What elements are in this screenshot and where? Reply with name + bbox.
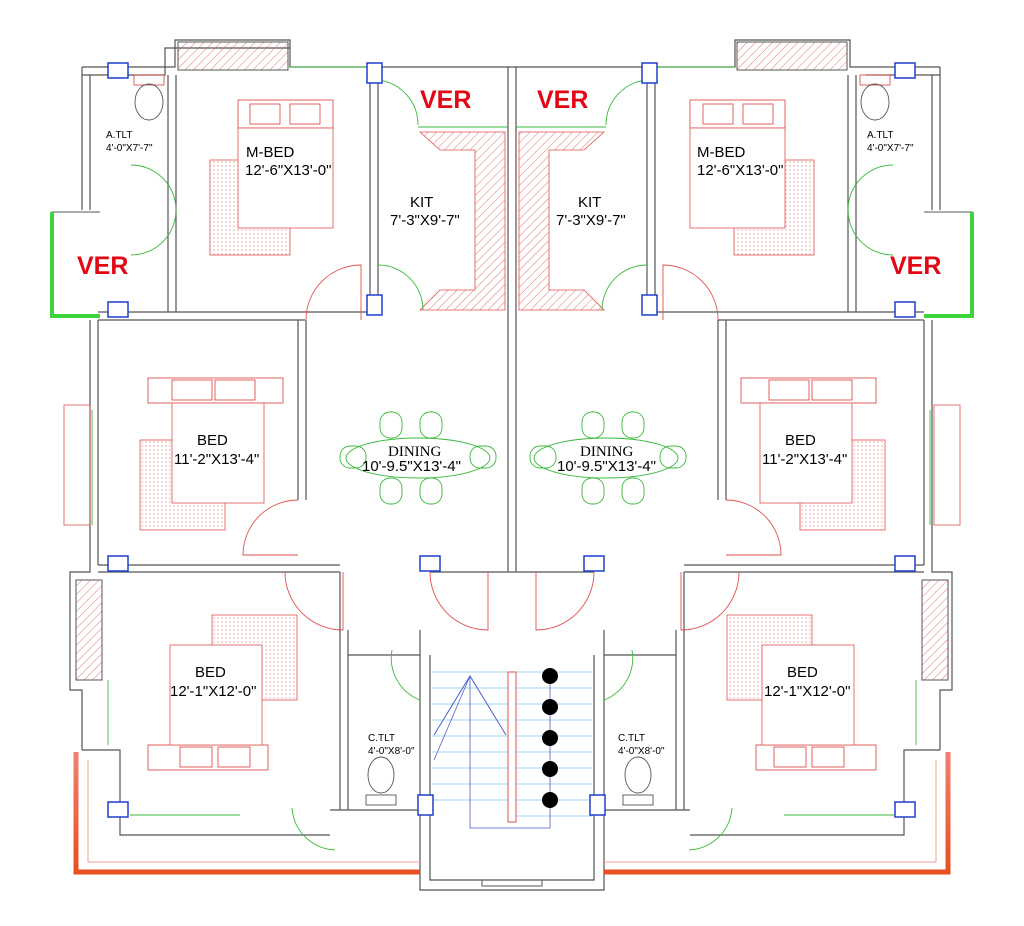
balcony-right — [924, 211, 974, 318]
toilet-ctlt-right — [622, 756, 654, 806]
room-dim-bed-low-right: 12'-1"X12'-0" — [764, 683, 850, 700]
room-dim-ctlt-left: 4'-0"X8'-0" — [368, 746, 415, 757]
room-name-ctlt-right: C.TLT — [618, 733, 645, 744]
room-name-bed-low-left: BED — [195, 664, 226, 681]
room-name-dining-left: DINING — [388, 444, 441, 460]
bed-master-left — [209, 99, 334, 256]
room-name-ctlt-left: C.TLT — [368, 733, 395, 744]
ver-label-kit-left: VER — [420, 86, 471, 114]
balcony-bottom-left — [73, 752, 420, 875]
room-name-kit-right: KIT — [578, 194, 601, 211]
room-dim-ctlt-right: 4'-0"X8'-0" — [618, 746, 665, 757]
balcony-left — [50, 211, 100, 318]
room-name-atlt-right: A.TLT — [867, 130, 893, 141]
toilet-atlt-left — [133, 74, 165, 121]
room-dim-mbed-right: 12'-6"X13'-0" — [697, 162, 783, 179]
bed-mid-left — [139, 377, 284, 531]
room-name-bed-mid-right: BED — [785, 432, 816, 449]
dining-table-right — [529, 411, 687, 505]
bed-mid-right — [740, 377, 886, 531]
toilet-ctlt-left — [365, 756, 397, 806]
room-dim-dining-left: 10'-9.5"X13'-4" — [362, 458, 461, 475]
room-dim-mbed-left: 12'-6"X13'-0" — [245, 162, 331, 179]
room-name-kit-left: KIT — [410, 194, 433, 211]
room-dim-atlt-left: 4'-0"X7'-7" — [106, 143, 153, 154]
room-dim-bed-low-left: 12'-1"X12'-0" — [170, 683, 256, 700]
outer-walls — [69, 39, 953, 891]
room-name-mbed-left: M-BED — [246, 144, 295, 161]
ver-label-side-right: VER — [890, 252, 941, 280]
ver-label-side-left: VER — [77, 252, 128, 280]
balcony-bottom-right — [604, 752, 951, 875]
toilet-atlt-right — [859, 74, 891, 121]
windows — [63, 66, 961, 816]
room-name-dining-right: DINING — [580, 444, 633, 460]
staircase — [432, 668, 592, 829]
room-dim-kit-right: 7'-3"X9'-7" — [556, 212, 626, 229]
doors — [130, 79, 894, 851]
room-dim-dining-right: 10'-9.5"X13'-4" — [557, 458, 656, 475]
room-name-bed-low-right: BED — [787, 664, 818, 681]
kitchen-counter-right — [518, 131, 606, 311]
room-dim-bed-mid-right: 11'-2"X13'-4" — [762, 451, 847, 468]
room-dim-bed-mid-left: 11'-2"X13'-4" — [174, 451, 259, 468]
ver-label-kit-right: VER — [537, 86, 588, 114]
kitchen-counter-left — [418, 131, 506, 311]
room-name-bed-mid-left: BED — [197, 432, 228, 449]
hatched-shafts — [75, 41, 949, 681]
room-name-mbed-right: M-BED — [697, 144, 746, 161]
bed-low-left — [147, 614, 298, 771]
bed-master-right — [689, 99, 815, 256]
columns — [107, 62, 916, 818]
room-dim-kit-left: 7'-3"X9'-7" — [390, 212, 460, 229]
room-dim-atlt-right: 4'-0"X7'-7" — [867, 143, 914, 154]
dining-table-left — [339, 411, 497, 505]
room-name-atlt-left: A.TLT — [106, 130, 132, 141]
bed-low-right — [726, 614, 877, 771]
